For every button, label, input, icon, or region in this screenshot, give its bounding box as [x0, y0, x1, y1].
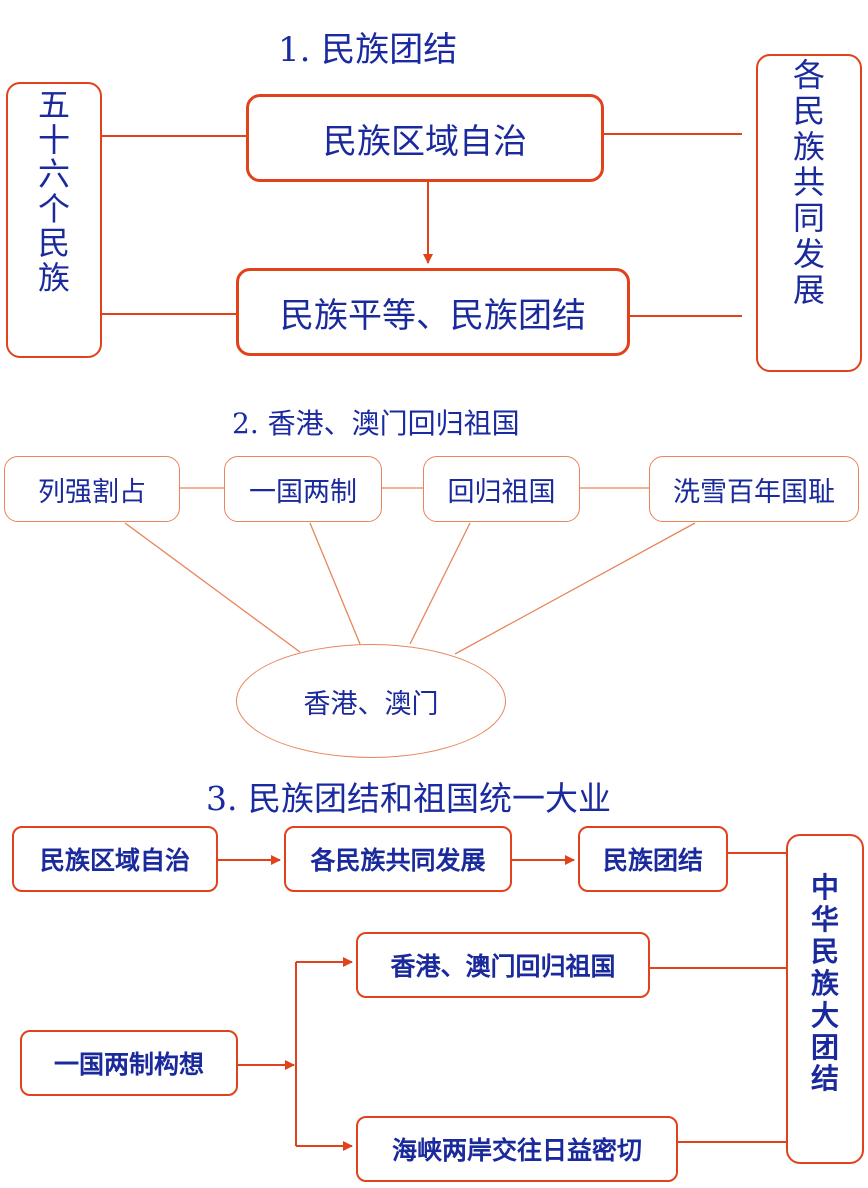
s3-box-strait: 海峡两岸交往日益密切 — [356, 1116, 678, 1182]
s2-box-4-label: 洗雪百年国耻 — [673, 476, 835, 508]
s2-box-2-label: 一国两制 — [249, 476, 357, 508]
s1-box-bottom: 民族平等、民族团结 — [236, 268, 630, 356]
s3-box-policy: 一国两制构想 — [20, 1030, 238, 1096]
s2-box-1: 列强割占 — [4, 456, 180, 522]
s1-box-bottom-label: 民族平等、民族团结 — [280, 295, 586, 336]
s2-box-3-label: 回归祖国 — [447, 476, 556, 508]
s1-box-top-label: 民族区域自治 — [323, 121, 527, 162]
s3-box-hk-macau-label: 香港、澳门回归祖国 — [390, 952, 616, 981]
s3-box-autonomy: 民族区域自治 — [12, 826, 218, 892]
s3-box-unity: 民族团结 — [578, 826, 728, 892]
s3-box-unity-label: 民族团结 — [602, 846, 703, 875]
s3-right-vertical-box: 中华民族大团结 — [786, 834, 864, 1164]
s3-right-vertical-text: 中华民族大团结 — [810, 871, 839, 1096]
s3-box-hk-macau: 香港、澳门回归祖国 — [356, 932, 650, 998]
s2-box-2: 一国两制 — [224, 456, 382, 522]
section1-title: 1. 民族团结 — [278, 30, 458, 70]
s2-fan-2 — [309, 522, 361, 645]
section3-title: 3. 民族团结和祖国统一大业 — [206, 779, 611, 818]
s1-right-vertical-box: 各民族共同发展 — [756, 54, 862, 372]
s3-box-autonomy-label: 民族区域自治 — [39, 846, 190, 875]
s2-ellipse-label: 香港、澳门 — [303, 688, 439, 720]
s2-fan-3 — [409, 522, 471, 645]
s2-ellipse: 香港、澳门 — [236, 644, 506, 758]
s1-left-vertical-box: 五十六个民族 — [6, 82, 102, 358]
section2-title: 2. 香港、澳门回归祖国 — [232, 407, 520, 440]
s2-fan-1 — [124, 522, 301, 653]
s3-box-strait-label: 海峡两岸交往日益密切 — [391, 1136, 642, 1165]
s2-fan-4 — [454, 522, 696, 655]
s1-left-vertical-text: 五十六个民族 — [38, 86, 71, 297]
s1-right-vertical-text: 各民族共同发展 — [793, 56, 826, 309]
s3-box-development: 各民族共同发展 — [284, 826, 512, 892]
s3-box-development-label: 各民族共同发展 — [310, 846, 486, 875]
s2-box-3: 回归祖国 — [423, 456, 580, 522]
s3-box-policy-label: 一国两制构想 — [53, 1050, 204, 1079]
s2-box-1-label: 列强割占 — [38, 476, 146, 508]
s2-box-4: 洗雪百年国耻 — [649, 456, 859, 522]
s1-box-top: 民族区域自治 — [246, 94, 604, 182]
